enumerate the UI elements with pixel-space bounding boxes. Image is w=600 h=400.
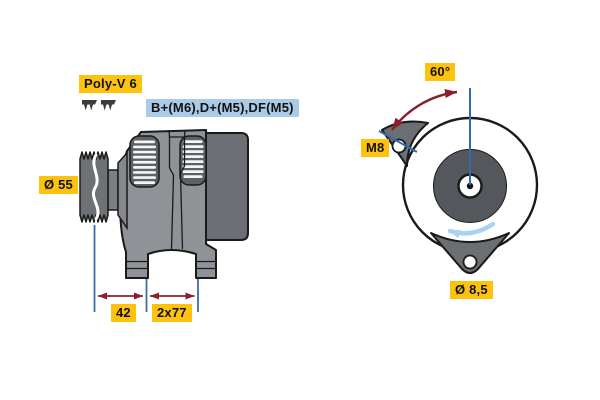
belt-type-label: Poly-V 6 xyxy=(79,75,142,93)
mounting-lug-bottom xyxy=(430,232,510,274)
shaft-center xyxy=(466,182,474,190)
drive-end-nose xyxy=(117,151,128,231)
belt-profile-icon xyxy=(82,100,97,111)
lug-hole-bottom xyxy=(462,254,478,270)
belt-profile-icons xyxy=(82,100,116,111)
rear-housing-block xyxy=(205,132,249,241)
pulley-hub xyxy=(107,169,119,211)
housing-seam-lines xyxy=(168,129,186,250)
pulley xyxy=(79,151,128,231)
front-view xyxy=(378,88,539,274)
thread-size-label: M8 xyxy=(361,139,390,157)
mounting-hole-diameter-label: Ø 8,5 xyxy=(450,281,493,299)
terminals-label: B+(M6),D+(M5),DF(M5) xyxy=(146,99,299,117)
dimension-42-label: 42 xyxy=(111,304,136,322)
cooling-fins-front xyxy=(129,135,160,188)
side-view xyxy=(79,100,249,312)
cooling-fins-rear xyxy=(179,135,207,186)
mounting-angle-label: 60° xyxy=(425,63,456,81)
break-line xyxy=(92,153,100,221)
belt-profile-icon xyxy=(101,100,116,111)
mounting-foot-grooves xyxy=(126,260,216,270)
dimension-2x77-label: 2x77 xyxy=(152,304,192,322)
rotation-direction-arrow-icon xyxy=(447,221,496,239)
lug-axis-line xyxy=(378,130,418,153)
pulley-diameter-label: Ø 55 xyxy=(39,176,78,194)
angle-arc-arrow xyxy=(391,89,458,131)
